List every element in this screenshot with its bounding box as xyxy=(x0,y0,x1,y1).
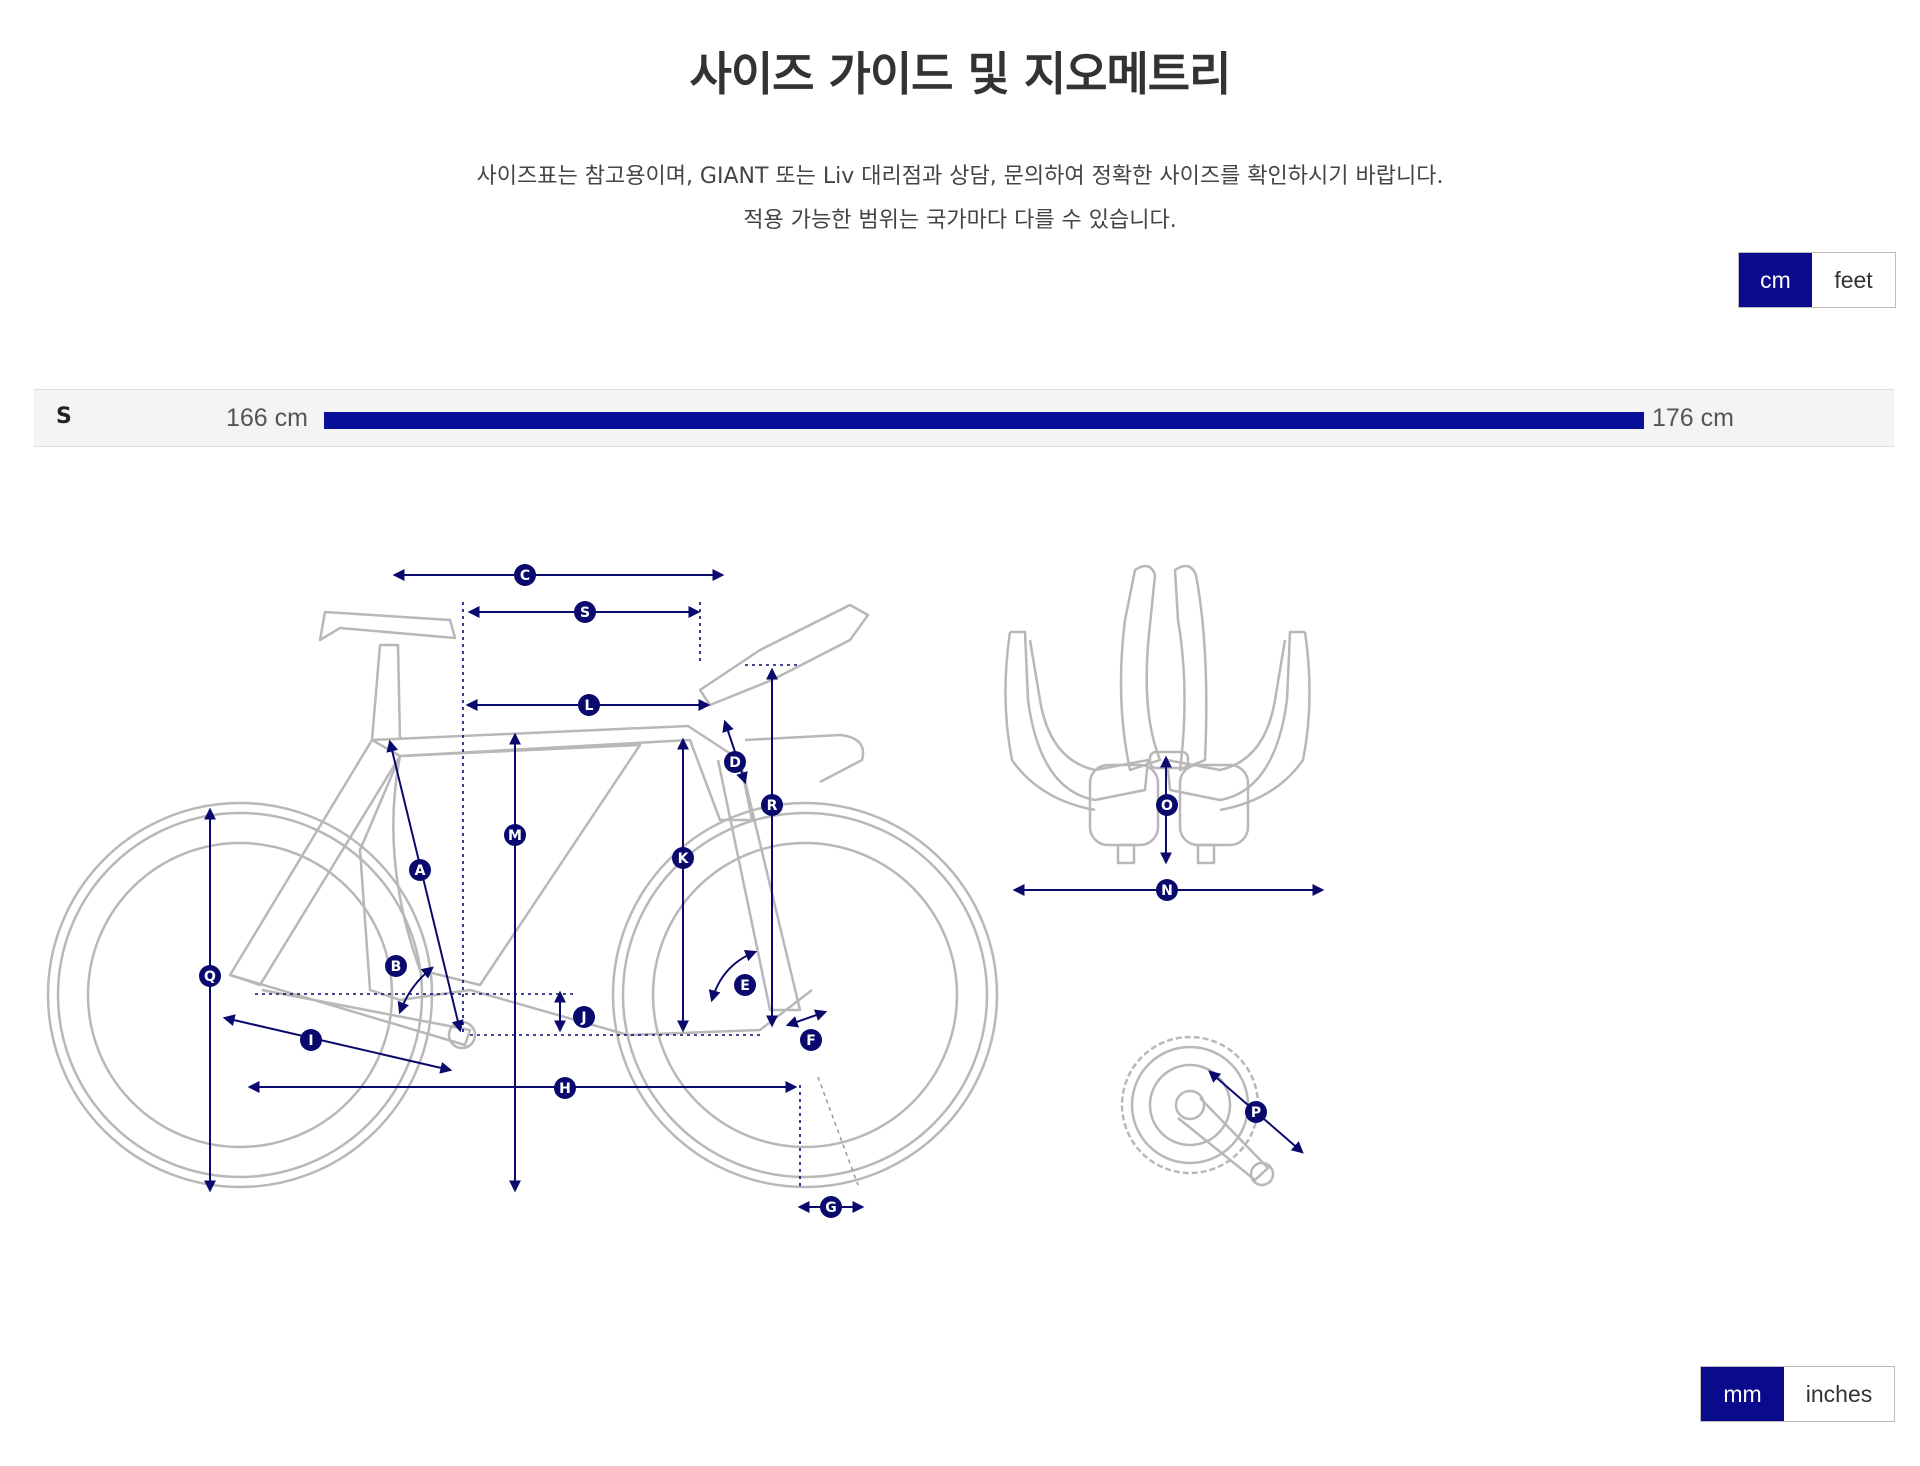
subtitle-line-2: 적용 가능한 범위는 국가마다 다를 수 있습니다. xyxy=(743,208,1177,233)
marker-S: S xyxy=(574,601,596,623)
page-title: 사이즈 가이드 및 지오메트리 xyxy=(689,47,1232,101)
front-wheel xyxy=(611,801,999,1189)
svg-text:D: D xyxy=(729,755,741,771)
bike-geometry-svg: A B C D E F G H I J K L M N O P Q R S xyxy=(46,564,1325,1218)
svg-text:J: J xyxy=(580,1010,586,1026)
marker-G: G xyxy=(820,1196,842,1218)
size-max-height: 176 cm xyxy=(1652,404,1734,432)
length-option-mm[interactable]: mm xyxy=(1701,1367,1784,1421)
svg-text:R: R xyxy=(767,798,778,814)
geometry-diagram: A B C D E F G H I J K L M N O P Q R S xyxy=(0,540,1920,1260)
svg-text:F: F xyxy=(806,1033,816,1049)
svg-text:P: P xyxy=(1251,1105,1261,1121)
page-subtitle: 사이즈표는 참고용이며, GIANT 또는 Liv 대리점과 상담, 문의하여 … xyxy=(0,155,1920,243)
size-range-row: S 166 cm 176 cm xyxy=(34,389,1894,447)
svg-text:M: M xyxy=(508,828,522,844)
marker-J: J xyxy=(573,1006,595,1028)
unit-option-feet[interactable]: feet xyxy=(1812,253,1895,307)
unit-option-cm[interactable]: cm xyxy=(1739,253,1812,307)
marker-M: M xyxy=(504,824,526,846)
unit-toggle: cm feet xyxy=(1738,252,1896,308)
svg-text:B: B xyxy=(391,959,402,975)
svg-text:G: G xyxy=(825,1200,837,1216)
marker-K: K xyxy=(672,847,694,869)
svg-text:A: A xyxy=(415,863,426,879)
length-unit-toggle: mm inches xyxy=(1700,1366,1895,1422)
marker-R: R xyxy=(761,794,783,816)
svg-text:E: E xyxy=(740,978,750,994)
svg-text:H: H xyxy=(559,1081,571,1097)
length-option-inches[interactable]: inches xyxy=(1784,1367,1894,1421)
aerobar-top-view xyxy=(1004,564,1311,865)
svg-text:L: L xyxy=(585,698,594,714)
marker-I: I xyxy=(300,1029,322,1051)
marker-N: N xyxy=(1156,879,1178,901)
reference-lines xyxy=(255,602,801,1190)
subtitle-line-1: 사이즈표는 참고용이며, GIANT 또는 Liv 대리점과 상담, 문의하여 … xyxy=(476,164,1444,189)
svg-text:N: N xyxy=(1161,883,1173,899)
marker-Q: Q xyxy=(199,965,221,987)
marker-D: D xyxy=(724,751,746,773)
marker-H: H xyxy=(554,1077,576,1099)
marker-F: F xyxy=(800,1029,822,1051)
marker-O: O xyxy=(1156,794,1178,816)
marker-A: A xyxy=(409,859,431,881)
size-range-bar xyxy=(324,412,1644,429)
svg-text:Q: Q xyxy=(204,969,216,985)
dimension-arrows xyxy=(204,569,865,1213)
marker-B: B xyxy=(385,955,407,977)
size-label: S xyxy=(56,404,72,429)
rear-wheel xyxy=(46,801,434,1189)
marker-E: E xyxy=(734,974,756,996)
svg-text:K: K xyxy=(678,851,690,867)
size-min-height: 166 cm xyxy=(226,404,308,432)
marker-C: C xyxy=(514,564,536,586)
svg-text:I: I xyxy=(308,1033,313,1049)
svg-text:O: O xyxy=(1161,798,1173,814)
marker-P: P xyxy=(1245,1101,1267,1123)
svg-text:S: S xyxy=(580,605,590,621)
svg-text:C: C xyxy=(520,568,530,584)
marker-L: L xyxy=(578,694,600,716)
